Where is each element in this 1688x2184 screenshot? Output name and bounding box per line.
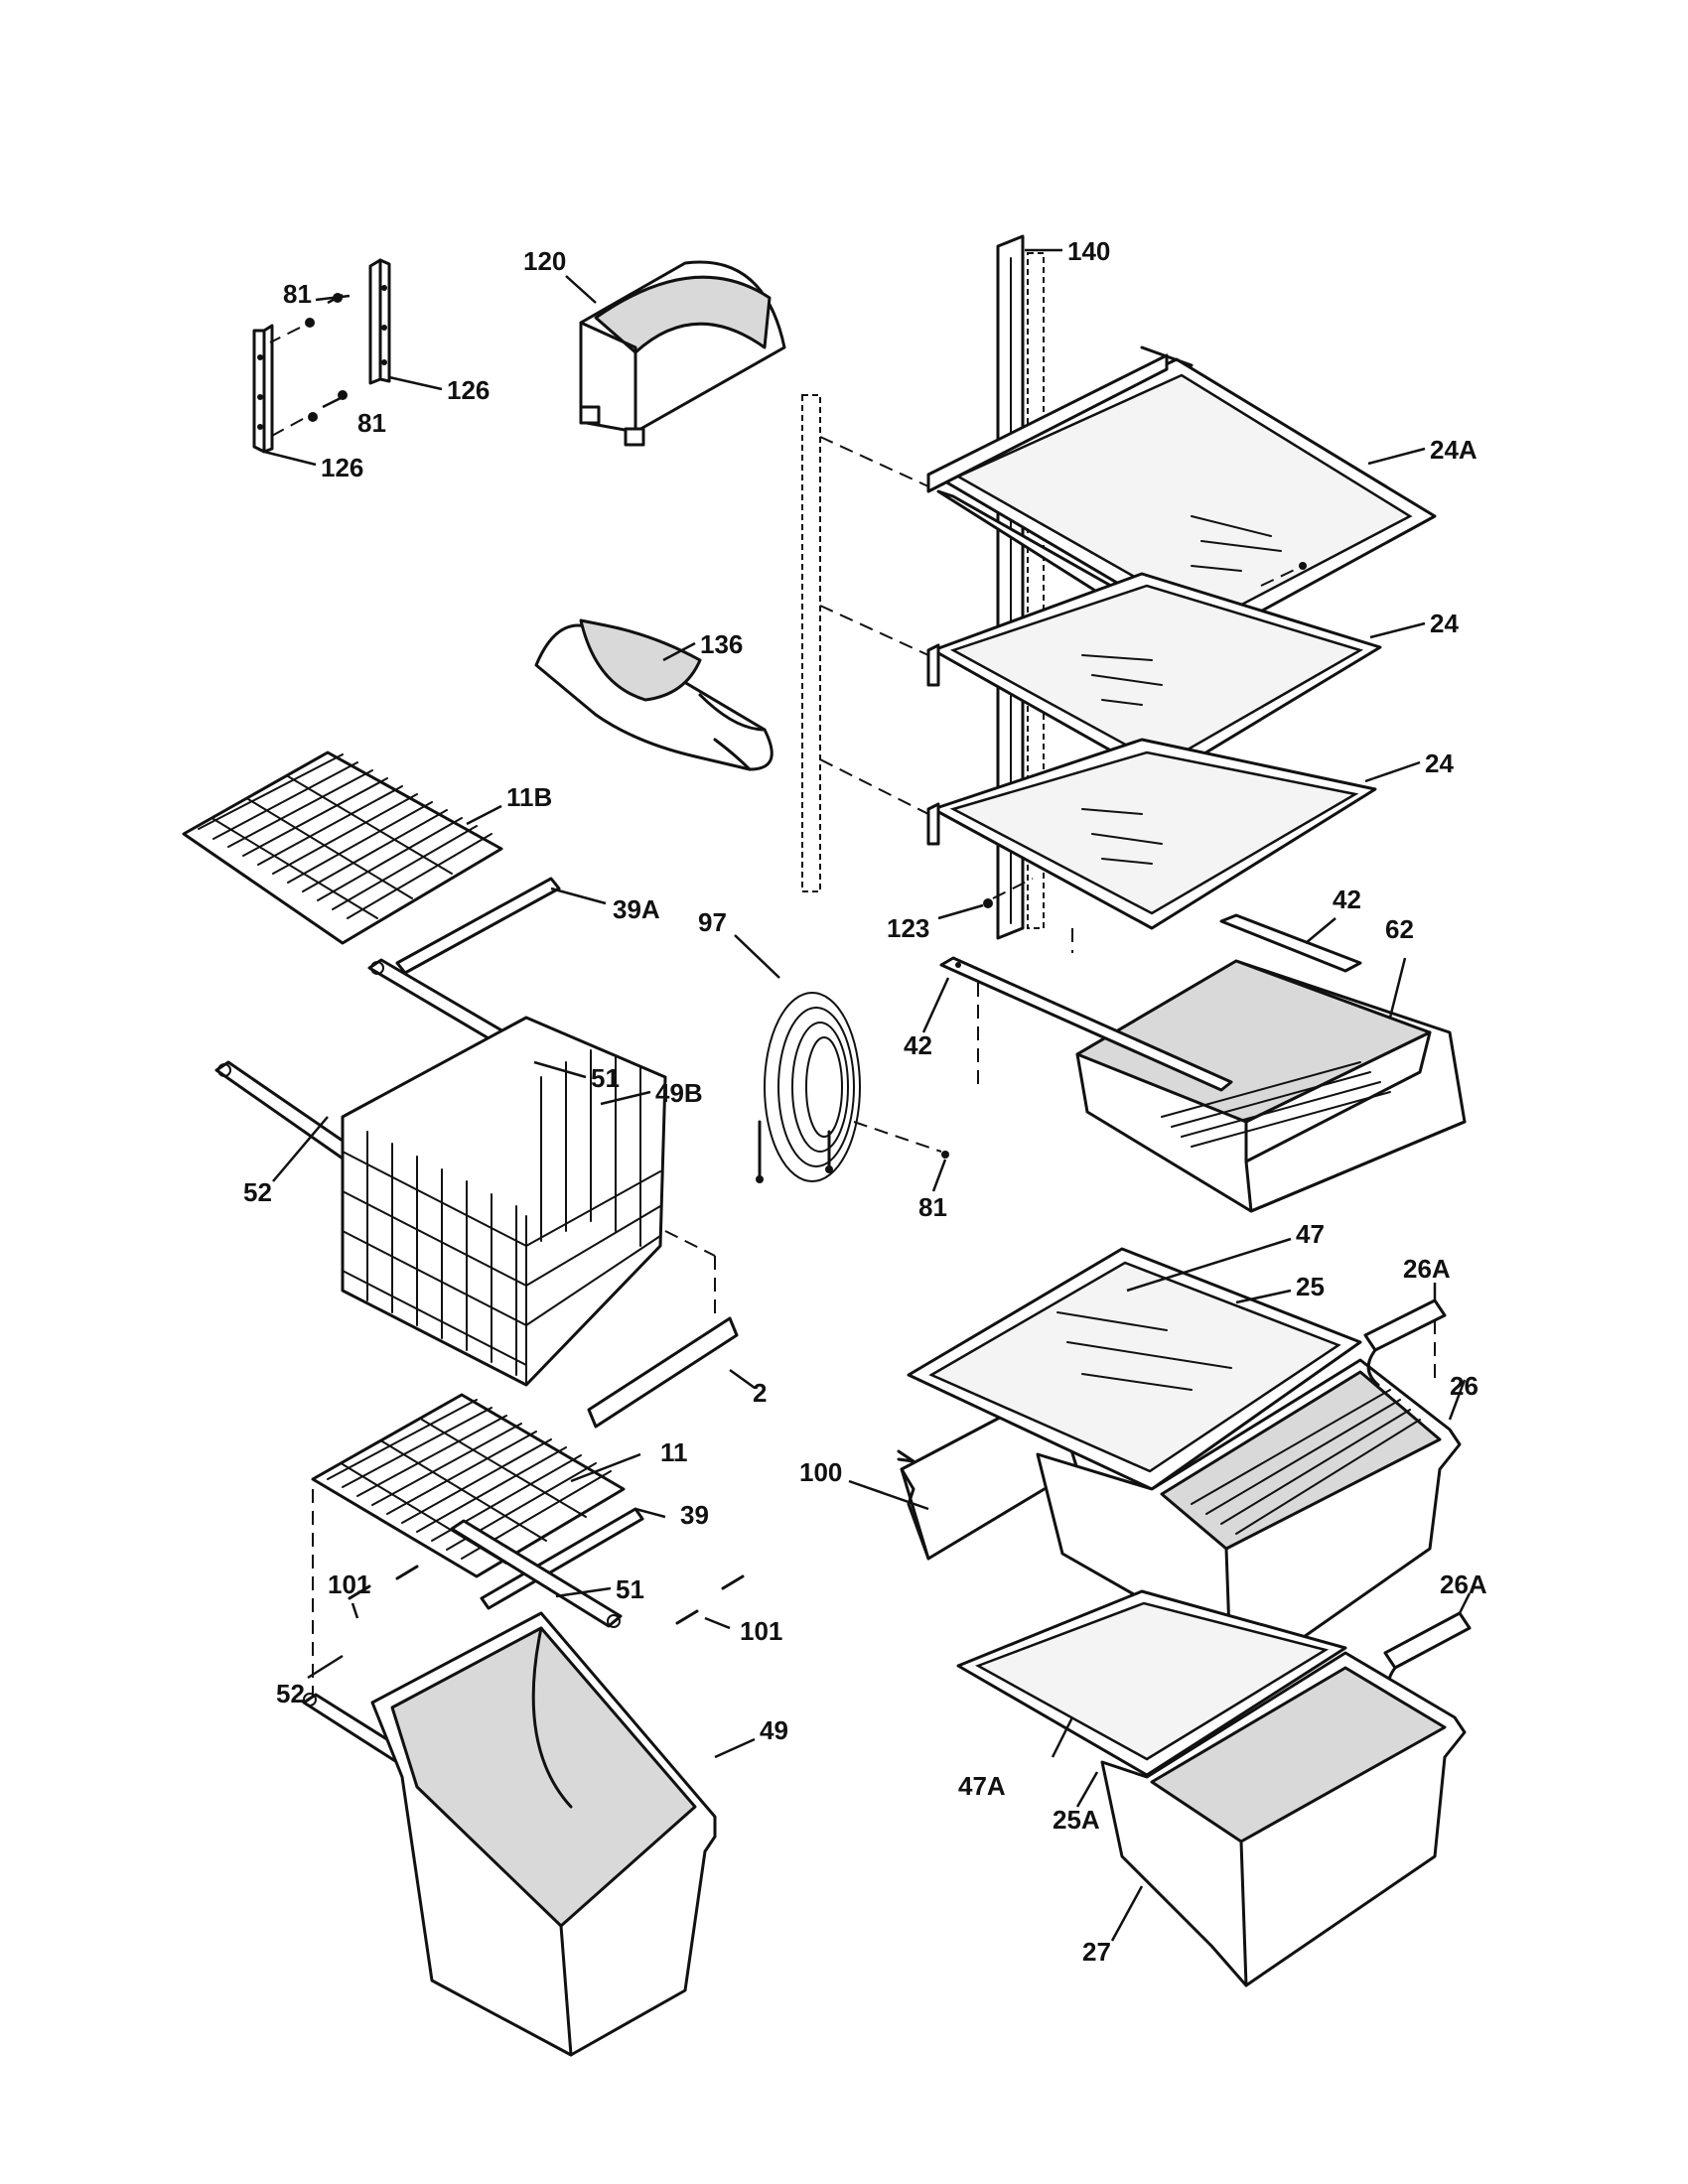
label-62: 62 bbox=[1385, 914, 1414, 944]
label-81: 81 bbox=[283, 279, 312, 309]
bracket-126-left bbox=[252, 324, 274, 454]
label-120: 120 bbox=[523, 246, 566, 276]
crisper-cover-25 bbox=[907, 1247, 1362, 1491]
crisper-drawer-26 bbox=[1036, 1358, 1462, 1690]
coil-97 bbox=[756, 992, 949, 1183]
shelf-link-lines bbox=[819, 436, 929, 815]
glass-shelf-24A bbox=[926, 345, 1437, 640]
label-47A: 47A bbox=[958, 1771, 1006, 1801]
wire-basket-49B bbox=[341, 1016, 716, 1387]
label-126: 126 bbox=[447, 375, 490, 405]
label-42: 42 bbox=[904, 1030, 932, 1060]
label-11B: 11B bbox=[506, 782, 552, 812]
label-123: 123 bbox=[887, 913, 929, 943]
drawer-rail-42-left bbox=[939, 928, 1233, 1092]
label-11: 11 bbox=[660, 1437, 688, 1467]
trim-strip-2 bbox=[587, 1316, 739, 1429]
clip-26A-upper bbox=[1363, 1298, 1447, 1387]
label-47: 47 bbox=[1296, 1219, 1325, 1249]
label-97: 97 bbox=[698, 907, 727, 937]
label-24: 24 bbox=[1430, 609, 1459, 638]
label-26A: 26A bbox=[1403, 1254, 1451, 1284]
part-labels: 140 120 81 81 126 126 24A 24 24 136 11B … bbox=[243, 236, 1487, 1967]
label-26A: 26A bbox=[1440, 1570, 1487, 1599]
bracket-126-right bbox=[368, 258, 391, 385]
drawer-rail-42-right bbox=[1219, 913, 1362, 973]
rear-rail bbox=[801, 394, 821, 892]
trim-strip-39A bbox=[395, 877, 561, 975]
screws-101-right bbox=[675, 1574, 745, 1625]
label-101: 101 bbox=[328, 1570, 370, 1599]
label-49B: 49B bbox=[655, 1078, 703, 1108]
label-101: 101 bbox=[740, 1616, 782, 1646]
crisper-cover-25A bbox=[956, 1589, 1347, 1777]
label-24A: 24A bbox=[1430, 435, 1477, 465]
label-81: 81 bbox=[918, 1192, 947, 1222]
freezer-bin-49 bbox=[370, 1611, 717, 2057]
label-126: 126 bbox=[321, 453, 363, 482]
label-26: 26 bbox=[1450, 1371, 1478, 1401]
label-39: 39 bbox=[680, 1500, 709, 1530]
label-51: 51 bbox=[616, 1574, 644, 1604]
screw-123 bbox=[983, 878, 1034, 908]
screws-81-lower bbox=[269, 390, 348, 438]
label-42: 42 bbox=[1333, 885, 1361, 914]
label-24: 24 bbox=[1425, 749, 1454, 778]
slide-rail-51-lower bbox=[450, 1519, 623, 1628]
screws-101-left bbox=[312, 1489, 419, 1703]
label-39A: 39A bbox=[613, 894, 660, 924]
label-25: 25 bbox=[1296, 1272, 1325, 1301]
wire-shelf-11B bbox=[182, 751, 503, 945]
crisper-drawer-62 bbox=[1075, 959, 1467, 1213]
label-51: 51 bbox=[591, 1063, 620, 1093]
crisper-drawer-27 bbox=[1100, 1651, 1467, 1987]
label-25A: 25A bbox=[1053, 1805, 1100, 1835]
label-81: 81 bbox=[357, 408, 386, 438]
label-2: 2 bbox=[753, 1378, 767, 1408]
label-136: 136 bbox=[700, 629, 743, 659]
trim-strip-39 bbox=[480, 1507, 644, 1610]
glass-shelf-24-lower bbox=[926, 738, 1377, 930]
label-52: 52 bbox=[276, 1679, 305, 1708]
label-52: 52 bbox=[243, 1177, 272, 1207]
leader-lines bbox=[263, 248, 1472, 1942]
label-27: 27 bbox=[1082, 1937, 1111, 1967]
glass-shelf-24-upper bbox=[926, 572, 1382, 781]
label-49: 49 bbox=[760, 1715, 788, 1745]
label-100: 100 bbox=[799, 1457, 842, 1487]
label-140: 140 bbox=[1067, 236, 1110, 266]
door-bin-120 bbox=[579, 260, 786, 447]
egg-tray-136 bbox=[534, 618, 774, 771]
